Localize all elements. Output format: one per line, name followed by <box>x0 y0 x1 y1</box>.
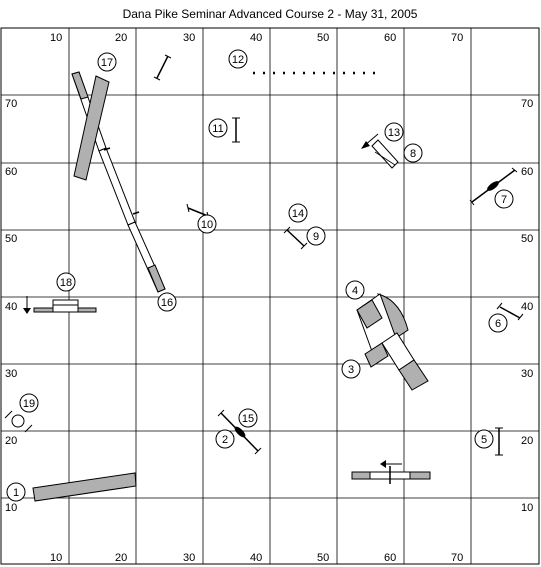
dogwalk-obstacle-16 <box>71 71 166 293</box>
obstacle-number: 3 <box>348 364 354 376</box>
y-label: 70 <box>5 98 17 110</box>
y-label: 50 <box>521 233 533 245</box>
x-label: 40 <box>250 552 262 564</box>
tunnel-obstacle-17 <box>73 75 110 181</box>
jump-obstacle-6 <box>496 302 524 321</box>
y-label: 20 <box>5 435 17 447</box>
jump-obstacle-11 <box>232 117 240 143</box>
obstacle-number: 17 <box>101 57 113 69</box>
y-label: 60 <box>5 166 17 178</box>
x-label: 60 <box>384 32 396 44</box>
x-label: 10 <box>50 32 62 44</box>
y-label: 40 <box>521 301 533 313</box>
obstacle-number: 1 <box>13 487 19 499</box>
x-label: 70 <box>451 32 463 44</box>
obstacle-number: 9 <box>313 231 319 243</box>
arrow-icon <box>361 133 379 149</box>
x-label: 50 <box>317 552 329 564</box>
x-labels-bottom: 10 20 30 40 50 60 70 <box>50 552 463 564</box>
y-label: 10 <box>5 502 17 514</box>
number-markers: 1 2 3 4 5 6 7 8 9 10 11 12 13 14 15 16 1… <box>6 49 514 502</box>
y-label: 30 <box>521 368 533 380</box>
jump-obstacle-7 <box>469 167 518 206</box>
x-label: 20 <box>115 552 127 564</box>
jump-obstacle-18 <box>23 296 97 314</box>
x-label: 60 <box>384 552 396 564</box>
jump-obstacle-5 <box>495 427 503 456</box>
y-label: 60 <box>521 166 533 178</box>
grid-lines <box>1 28 539 564</box>
tire-obstacle-19 <box>4 410 33 433</box>
y-label: 40 <box>5 301 17 313</box>
course-title: Dana Pike Seminar Advanced Course 2 - Ma… <box>123 7 418 21</box>
obstacle-number: 4 <box>352 285 358 297</box>
obstacle-number: 7 <box>501 194 507 206</box>
y-labels-left: 70 60 50 40 30 20 10 <box>5 98 17 514</box>
x-label: 40 <box>250 32 262 44</box>
x-label: 20 <box>115 32 127 44</box>
x-label: 30 <box>183 32 195 44</box>
obstacle-number: 2 <box>222 434 228 446</box>
obstacle-number: 18 <box>60 277 72 289</box>
obstacle-number: 11 <box>212 123 223 135</box>
obstacle-number: 14 <box>292 208 304 220</box>
jump-obstacle-8 <box>371 139 399 169</box>
obstacle-number: 13 <box>388 127 400 139</box>
jump-obstacle-bottom <box>351 460 431 484</box>
obstacle-number: 6 <box>495 318 501 330</box>
obstacle-number: 15 <box>242 413 254 425</box>
obstacle-number: 12 <box>232 54 244 66</box>
x-label: 50 <box>317 32 329 44</box>
tunnel-obstacle-1 <box>32 472 137 502</box>
x-label: 70 <box>451 552 463 564</box>
obstacle-number: 5 <box>481 434 487 446</box>
teeter-obstacle-3 <box>364 332 429 391</box>
jump-obstacle-9 <box>283 226 308 250</box>
x-label: 10 <box>50 552 62 564</box>
y-label: 10 <box>521 502 533 514</box>
obstacle-number: 16 <box>161 297 173 309</box>
obstacle-number: 19 <box>23 398 35 410</box>
y-label: 70 <box>521 98 533 110</box>
x-labels-top: 10 20 30 40 50 60 70 <box>50 32 463 44</box>
y-label: 50 <box>5 233 17 245</box>
jump-obstacle-2 <box>217 409 262 455</box>
x-label: 30 <box>183 552 195 564</box>
jump-obstacle-top <box>153 54 172 81</box>
aframe-obstacle-4 <box>356 293 409 355</box>
y-labels-right: 70 60 50 40 30 20 10 <box>521 98 533 514</box>
y-label: 20 <box>521 435 533 447</box>
y-label: 30 <box>5 368 17 380</box>
obstacle-number: 10 <box>201 219 213 231</box>
obstacle-number: 8 <box>410 148 416 160</box>
